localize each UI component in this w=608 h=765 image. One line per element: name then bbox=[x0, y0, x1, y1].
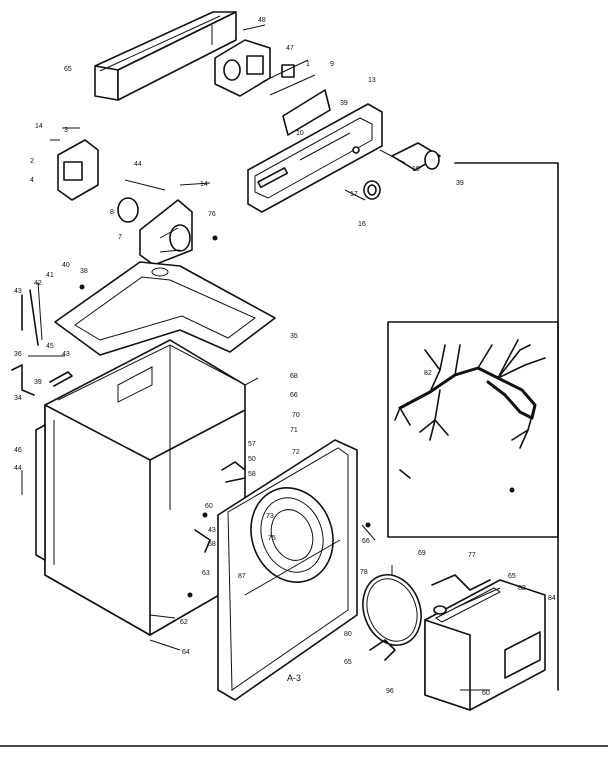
part-label: 62 bbox=[180, 619, 188, 626]
part-label: 38 bbox=[80, 268, 88, 275]
part-label: 8 bbox=[110, 209, 114, 216]
part-label: 14 bbox=[200, 181, 208, 188]
part-label: 76 bbox=[208, 211, 216, 218]
top-rail bbox=[94, 11, 237, 101]
part-label: 58 bbox=[248, 471, 256, 478]
part-label: 9 bbox=[330, 61, 334, 68]
part-label: 58 bbox=[208, 541, 216, 548]
part-label: 65 bbox=[508, 573, 516, 580]
part-label: 50 bbox=[248, 456, 256, 463]
part-label: 63 bbox=[202, 570, 210, 577]
part-label: 40 bbox=[62, 262, 70, 269]
part-label: 43 bbox=[14, 288, 22, 295]
part-label: 46 bbox=[14, 447, 22, 454]
part-label: 72 bbox=[292, 449, 300, 456]
part-label: 3 bbox=[64, 127, 68, 134]
part-label: 15 bbox=[412, 166, 420, 173]
part-label: 70 bbox=[292, 412, 300, 419]
control-panel bbox=[247, 103, 383, 213]
part-label: 65 bbox=[64, 66, 72, 73]
part-label: 36 bbox=[14, 351, 22, 358]
part-label: 13 bbox=[368, 77, 376, 84]
part-label: 4 bbox=[30, 177, 34, 184]
left-hardware bbox=[11, 281, 85, 495]
part-label: 80 bbox=[344, 631, 352, 638]
part-label: 35 bbox=[290, 333, 298, 340]
part-label: 7 bbox=[118, 234, 122, 241]
front-hardware bbox=[149, 461, 371, 651]
part-label: 48 bbox=[258, 17, 266, 24]
part-label: 44 bbox=[14, 465, 22, 472]
part-label: 39 bbox=[340, 100, 348, 107]
part-label: 43 bbox=[208, 527, 216, 534]
wiring-harness-inset bbox=[387, 321, 559, 538]
part-label: 60 bbox=[482, 690, 490, 697]
part-label: 84 bbox=[548, 595, 556, 602]
cabinet bbox=[35, 339, 259, 636]
part-label: 82 bbox=[518, 585, 526, 592]
part-label: 17 bbox=[350, 191, 358, 198]
part-label: 73 bbox=[266, 513, 274, 520]
part-labels: 65 48 47 1 9 13 39 10 14 2 3 4 44 14 8 7… bbox=[14, 17, 556, 697]
door-seal bbox=[362, 565, 422, 661]
part-label: 66 bbox=[362, 538, 370, 545]
control-knobs bbox=[344, 142, 441, 201]
part-label: 47 bbox=[286, 45, 294, 52]
part-label: 43 bbox=[62, 351, 70, 358]
part-label: 82 bbox=[424, 370, 432, 377]
part-label: 14 bbox=[35, 123, 43, 130]
part-label: 87 bbox=[238, 573, 246, 580]
part-label: 69 bbox=[418, 550, 426, 557]
part-label: 96 bbox=[386, 688, 394, 695]
part-label: 71 bbox=[290, 427, 298, 434]
part-label: 57 bbox=[248, 441, 256, 448]
part-label: 68 bbox=[290, 373, 298, 380]
part-label: 41 bbox=[46, 272, 54, 279]
part-label: 65 bbox=[344, 659, 352, 666]
blower-duct bbox=[117, 179, 218, 266]
door-assembly bbox=[424, 574, 546, 711]
part-label: 45 bbox=[46, 343, 54, 350]
front-panel bbox=[217, 439, 376, 701]
top-plate bbox=[54, 261, 276, 356]
part-label: 2 bbox=[30, 158, 34, 165]
part-label: 16 bbox=[358, 221, 366, 228]
part-label: 64 bbox=[182, 649, 190, 656]
part-label: 77 bbox=[468, 552, 476, 559]
part-label: 34 bbox=[14, 395, 22, 402]
part-label: 60 bbox=[205, 503, 213, 510]
part-label: 42 bbox=[34, 280, 42, 287]
part-label: 44 bbox=[134, 161, 142, 168]
part-label: 78 bbox=[360, 569, 368, 576]
switch-assembly bbox=[50, 127, 99, 201]
part-label: 10 bbox=[296, 130, 304, 137]
control-components bbox=[214, 24, 331, 136]
part-label: 66 bbox=[290, 392, 298, 399]
part-label: 75 bbox=[268, 535, 276, 542]
part-label: 39 bbox=[456, 180, 464, 187]
part-label: 1 bbox=[306, 61, 310, 68]
figure-label: A-3 bbox=[287, 673, 301, 683]
part-label: 39 bbox=[34, 379, 42, 386]
